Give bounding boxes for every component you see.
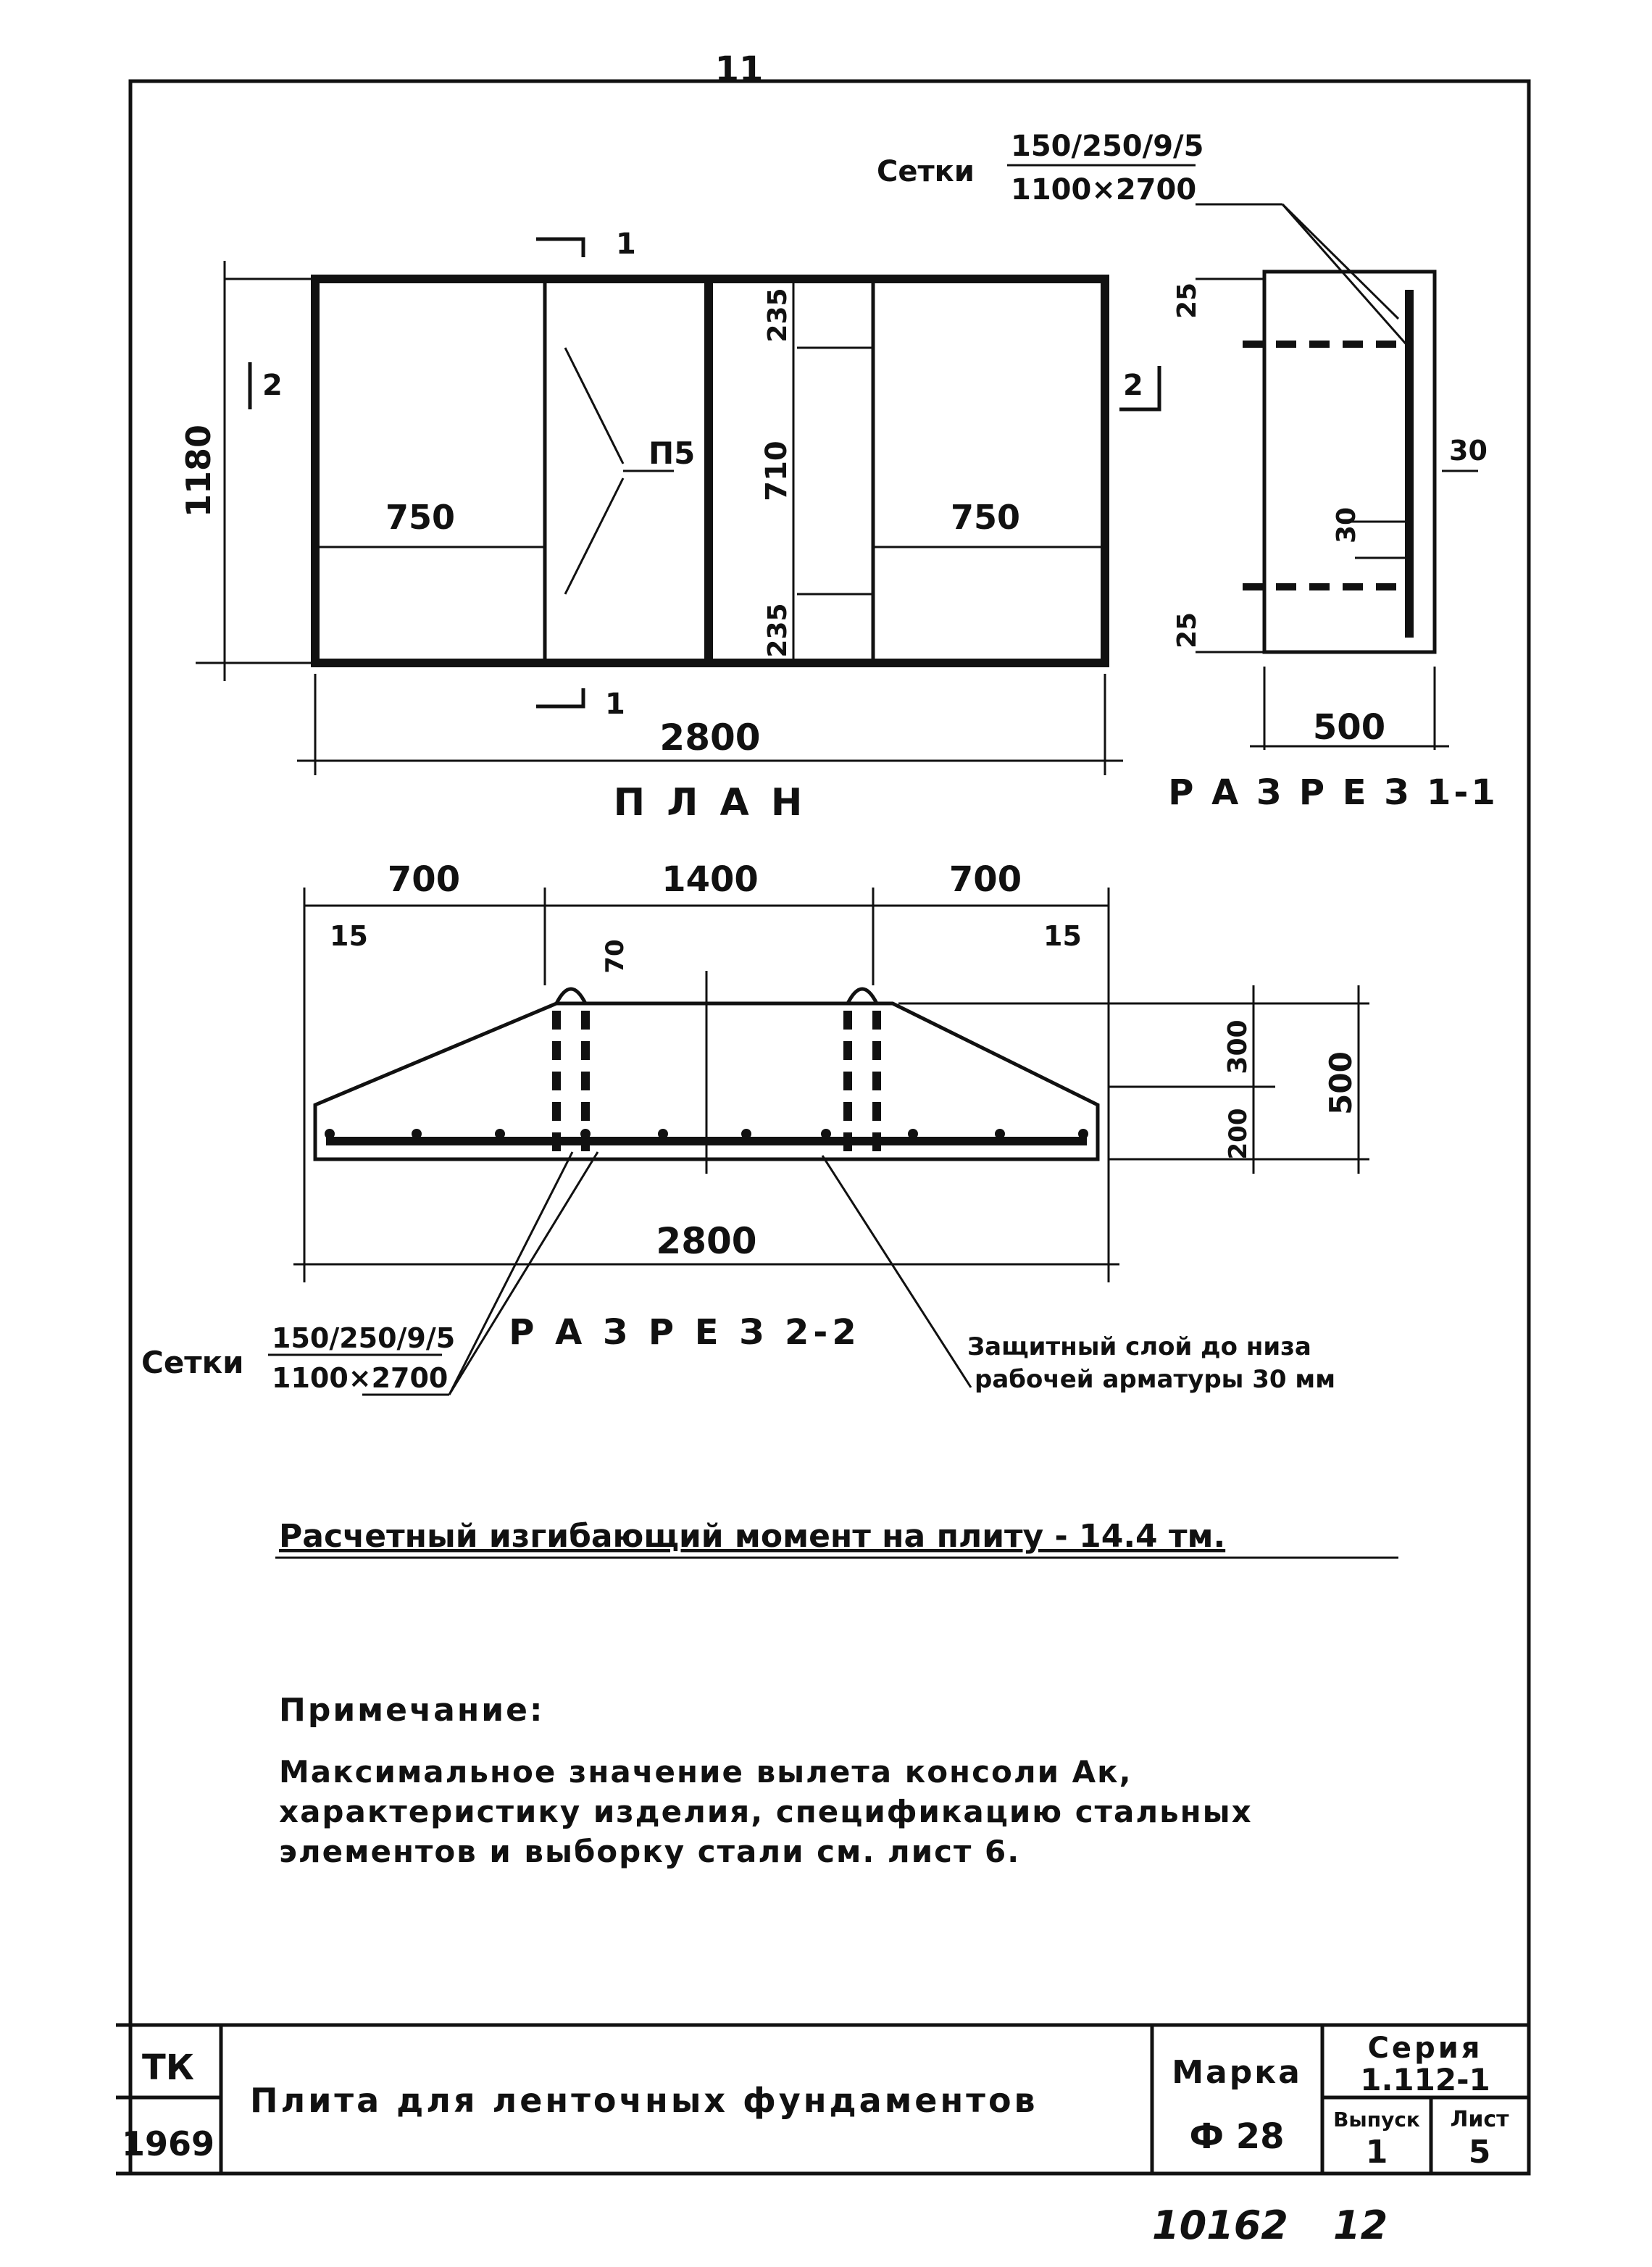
note-block: Примечание: Максимальное значение вылета…	[279, 1692, 1253, 1869]
plan-dim-left: 750	[385, 498, 455, 537]
plan-dim-bottom-offset: 235	[763, 603, 793, 657]
plan-dim-height: 1180	[179, 425, 218, 517]
bending-moment-text: Расчетный изгибающий момент на плиту - 1…	[279, 1518, 1225, 1555]
section-2-2: 700 1400 700 15 15 70 300 200 500 2800 Р…	[293, 859, 1369, 1353]
cut-1-bottom-label: 1	[605, 688, 625, 721]
tb-org: ТК	[142, 2047, 194, 2088]
tb-issue-label: Выпуск	[1333, 2108, 1420, 2132]
s22-dim-total: 2800	[656, 1220, 756, 1262]
s22-dim-edge-left: 15	[330, 920, 368, 952]
mesh-label-bottom: Сетки 150/250/9/5 1100×2700	[141, 1151, 599, 1396]
section-1-1: 25 25 30 30 500 Р А З Р Е З 1-1	[1168, 270, 1498, 813]
tb-mark-value: Ф 28	[1189, 2116, 1284, 2157]
plan-view: 1 1 2 2 750 750 П5 2800 1180 235 710 235…	[179, 227, 1161, 824]
tb-issue-value: 1	[1366, 2134, 1388, 2171]
tb-series-value: 1.112-1	[1360, 2062, 1490, 2097]
s22-dim-left: 700	[388, 859, 460, 900]
tb-sheet-label: Лист	[1450, 2107, 1509, 2132]
mesh-bottom-denominator: 1100×2700	[272, 1362, 448, 1394]
s11-title: Р А З Р Е З 1-1	[1168, 772, 1498, 813]
cut-1-top-label: 1	[616, 227, 636, 261]
mesh-top-numerator: 150/250/9/5	[1011, 130, 1203, 163]
protective-note-line2: рабочей арматуры 30 мм	[975, 1365, 1335, 1394]
note-line2: характеристику изделия, спецификацию ста…	[279, 1794, 1253, 1829]
tb-series-label: Серия	[1368, 2032, 1483, 2065]
plan-mark-p15: П5	[648, 435, 695, 471]
s22-dim-200: 200	[1224, 1109, 1253, 1160]
mesh-top-denominator: 1100×2700	[1011, 173, 1196, 206]
s22-dim-500: 500	[1323, 1051, 1359, 1115]
plan-title: П Л А Н	[614, 781, 807, 824]
note-title: Примечание:	[279, 1692, 545, 1729]
s22-dim-300: 300	[1223, 1019, 1253, 1074]
plan-dim-mid: 710	[760, 441, 793, 501]
tb-name: Плита для ленточных фундаментов	[250, 2081, 1038, 2120]
mesh-top-prefix: Сетки	[877, 155, 975, 188]
s22-dim-loop: 70	[601, 939, 630, 973]
plan-dim-right: 750	[951, 498, 1020, 537]
mesh-bottom-prefix: Сетки	[141, 1345, 244, 1380]
title-block: ТК 1969 Плита для ленточных фундаментов …	[116, 2023, 1529, 2176]
note-line1: Максимальное значение вылета консоли Ак,	[279, 1754, 1132, 1790]
protective-note-line1: Защитный слой до низа	[967, 1332, 1311, 1361]
s22-dim-edge-right: 15	[1043, 920, 1082, 952]
tb-year: 1969	[122, 2124, 214, 2163]
protective-layer-note: Защитный слой до низа рабочей арматуры 3…	[821, 1155, 1335, 1394]
s11-dim-width: 500	[1313, 707, 1385, 748]
cut-2-right-label: 2	[1123, 369, 1143, 402]
page-number: 11	[715, 49, 764, 90]
note-line3: элементов и выборку стали см. лист 6.	[279, 1834, 1020, 1869]
tb-mark-label: Марка	[1172, 2054, 1302, 2091]
s11-dim-top: 25	[1172, 283, 1202, 319]
s22-dim-right: 700	[949, 859, 1022, 900]
mesh-label-top: Сетки 150/250/9/5 1100×2700	[877, 130, 1411, 348]
plan-dim-width: 2800	[659, 717, 760, 759]
mesh-bottom-numerator: 150/250/9/5	[272, 1322, 455, 1354]
s11-dim-inner: 30	[1332, 507, 1361, 543]
s22-dim-mid: 1400	[662, 859, 759, 900]
s11-dim-bottom: 25	[1172, 612, 1202, 648]
archive-number: 10162	[1152, 2203, 1288, 2248]
cut-2-left-label: 2	[262, 369, 283, 402]
s11-dim-right: 30	[1449, 435, 1488, 467]
tb-sheet-value: 5	[1469, 2134, 1491, 2171]
s22-title: Р А З Р Е З 2-2	[509, 1312, 860, 1353]
archive-sheet: 12	[1333, 2203, 1388, 2248]
plan-dim-top-offset: 235	[763, 288, 793, 342]
